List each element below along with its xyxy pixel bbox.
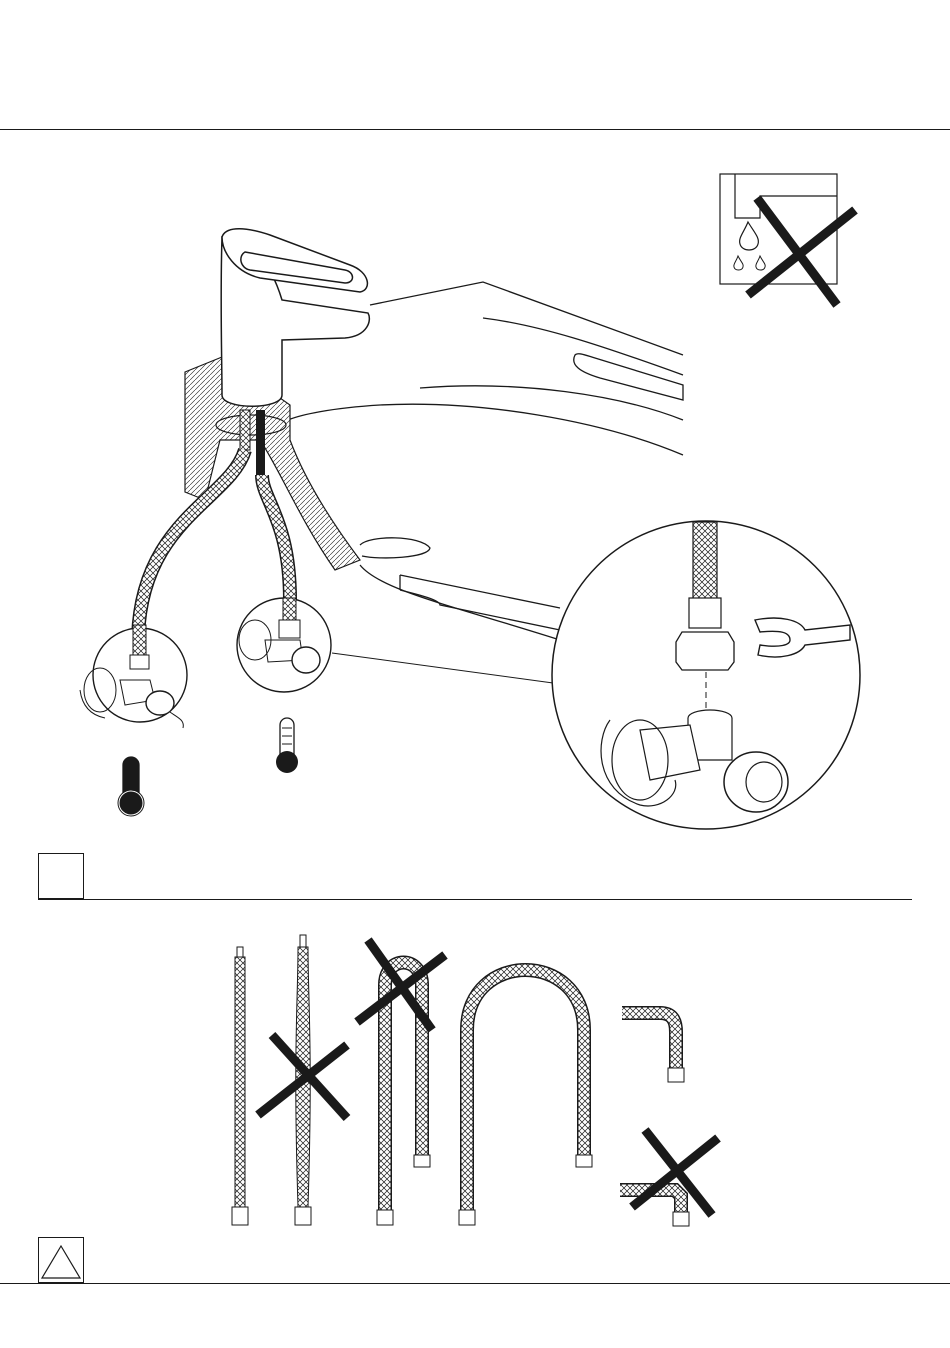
thermometer-cold-icon xyxy=(118,757,144,816)
hose-option-straight xyxy=(232,947,248,1225)
hose-connector xyxy=(240,410,250,450)
hose-option-tight-loop xyxy=(357,940,445,1225)
left-angle-valve-detail xyxy=(80,625,187,728)
step-number-box xyxy=(38,853,84,899)
hose-option-sharp-bend xyxy=(620,1130,718,1226)
footer-rule xyxy=(0,1283,950,1284)
thermometer-hot-icon xyxy=(276,718,298,773)
warning-box xyxy=(38,1237,84,1283)
step-rule xyxy=(38,899,912,900)
right-angle-valve-detail xyxy=(237,598,331,692)
connection-detail-circle xyxy=(552,521,860,829)
detail-leader-line xyxy=(332,653,553,683)
hose-option-twisted xyxy=(258,935,347,1225)
faucet-body xyxy=(221,229,369,406)
no-dripping-icon xyxy=(720,174,855,305)
hose-option-smooth-bend xyxy=(622,1013,684,1082)
threaded-rod xyxy=(256,410,265,475)
hose-option-wide-loop xyxy=(459,970,592,1225)
